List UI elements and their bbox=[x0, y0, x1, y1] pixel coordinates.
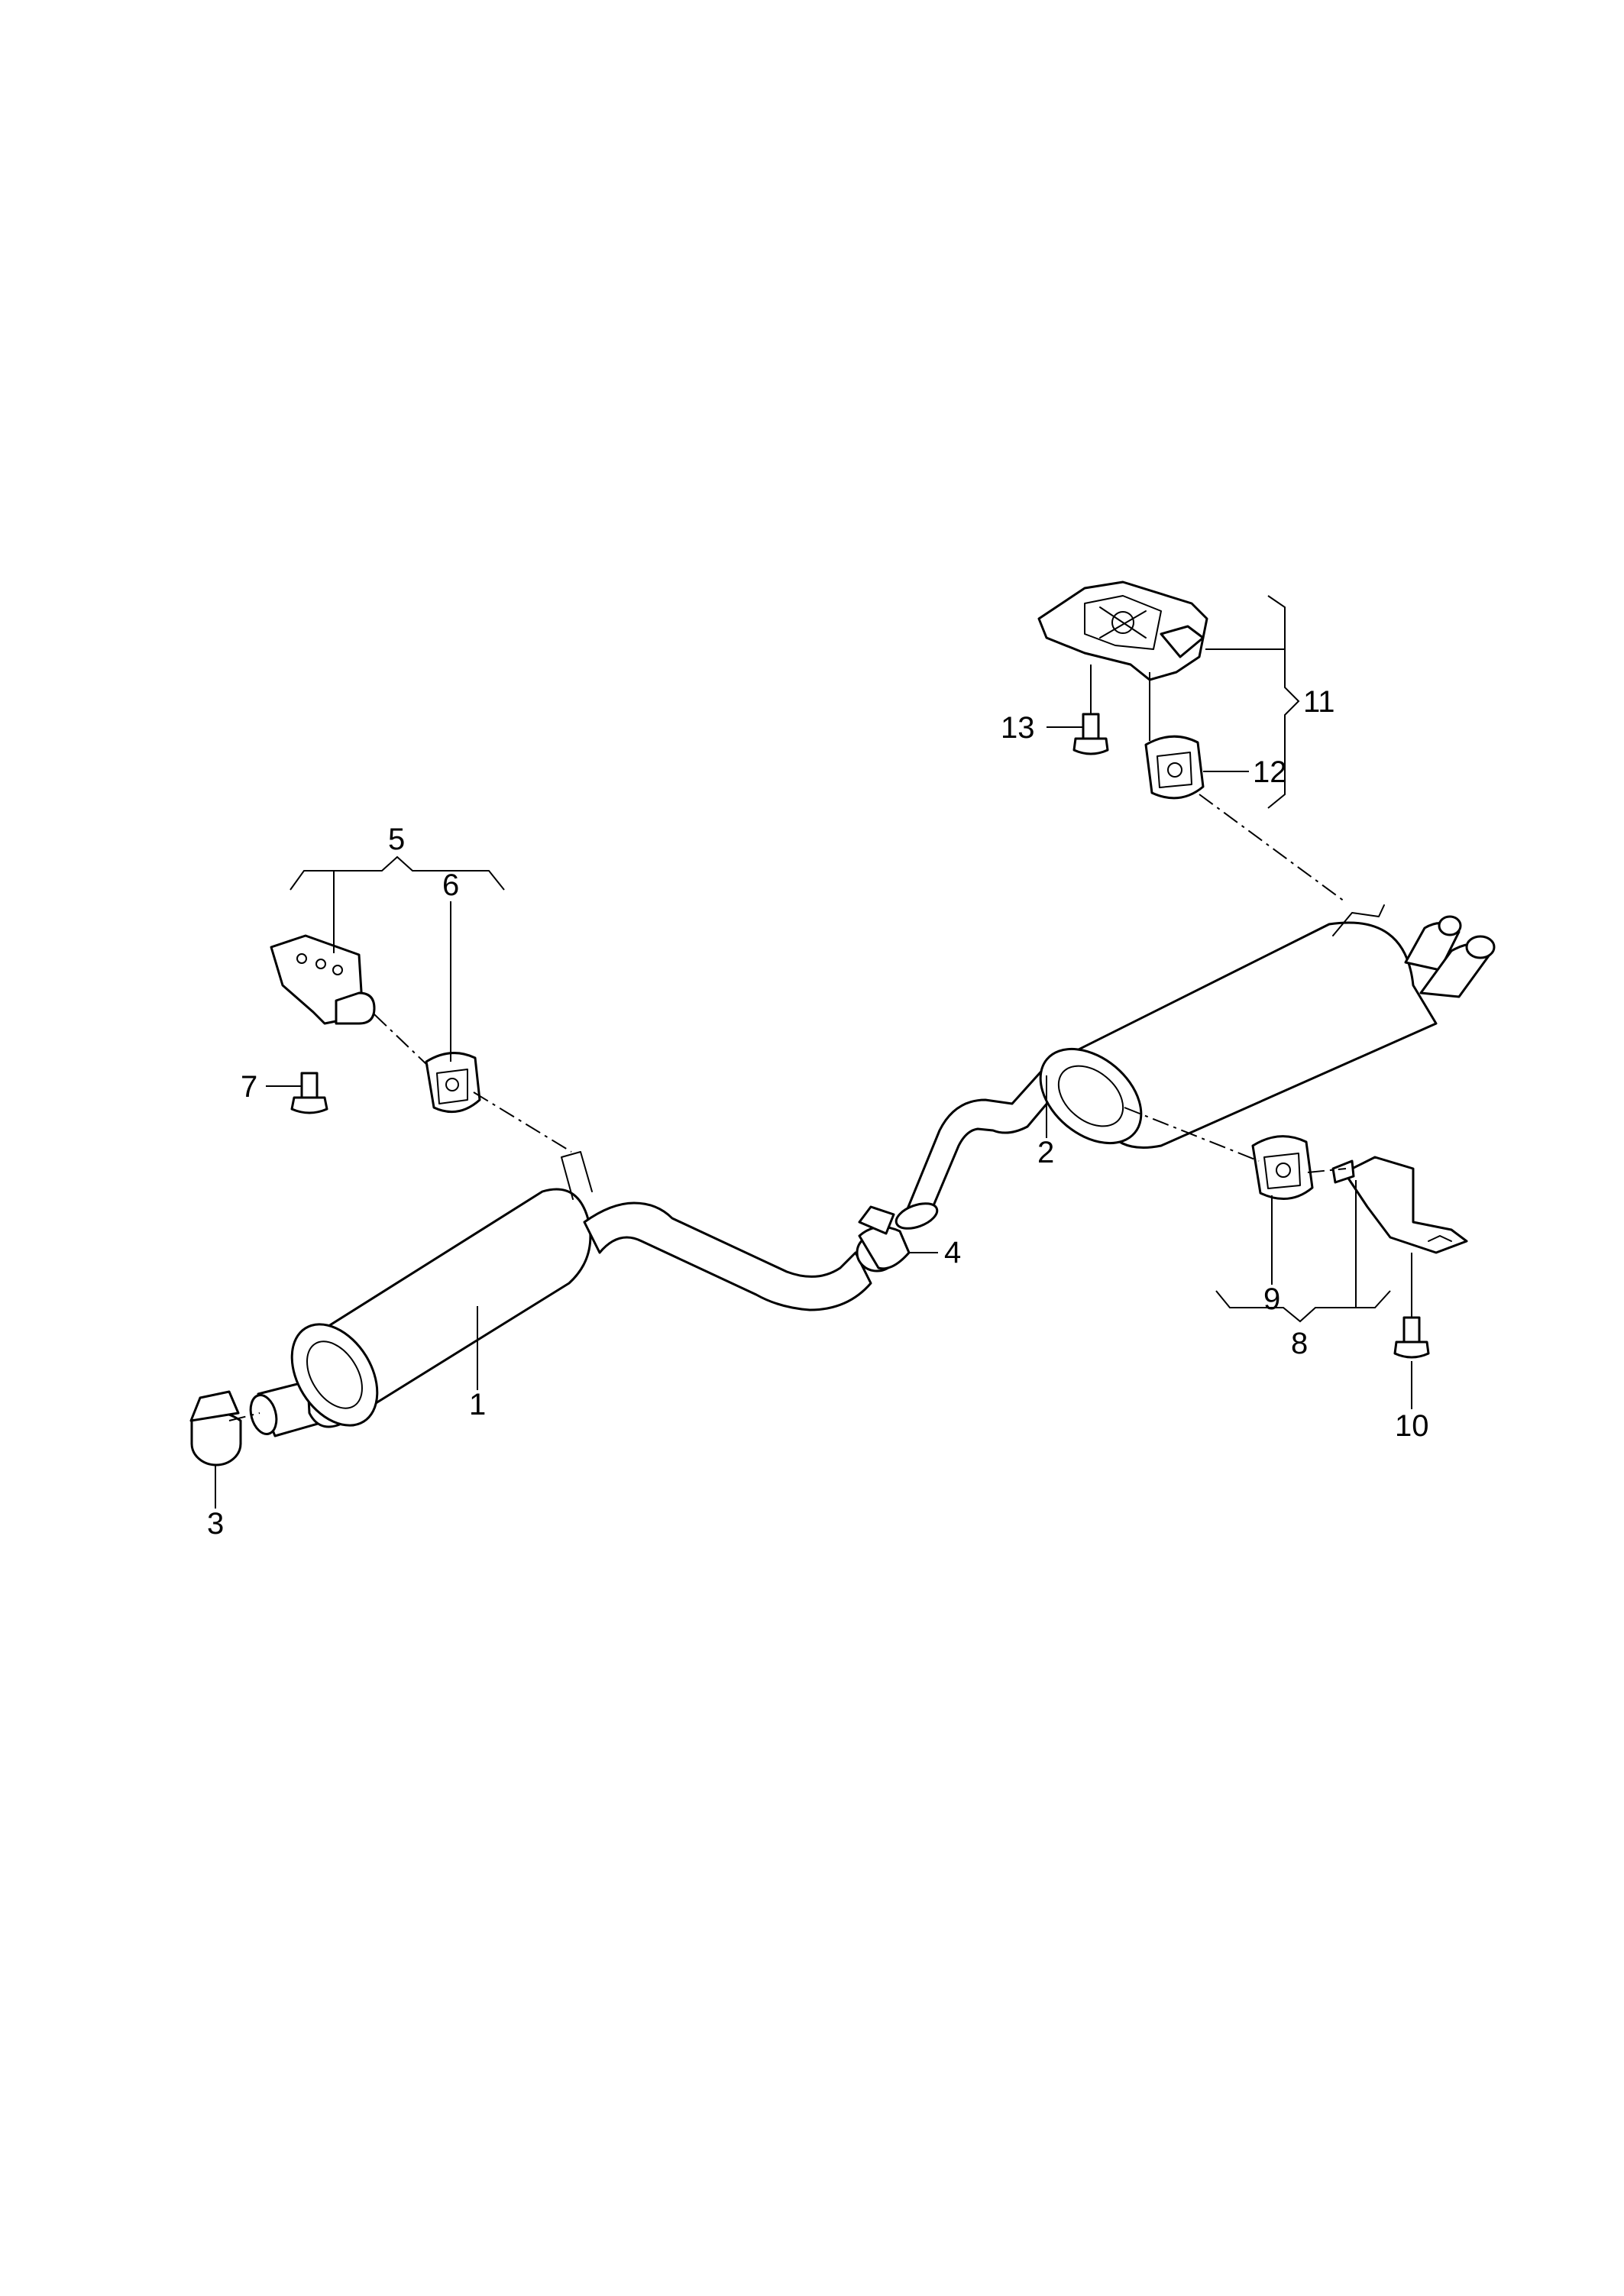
callout-9: 9 bbox=[1263, 1282, 1280, 1316]
callout-4: 4 bbox=[944, 1236, 961, 1269]
callout-numbers: 1 2 3 4 5 6 7 8 9 10 11 12 13 bbox=[207, 685, 1429, 1541]
rear-muffler bbox=[894, 904, 1496, 1230]
assembly-lines bbox=[228, 794, 1347, 1421]
leader-lines bbox=[215, 595, 1412, 1509]
rubber-mount-12 bbox=[1144, 735, 1205, 800]
callout-5: 5 bbox=[388, 823, 405, 856]
heat-shield-11 bbox=[1037, 580, 1208, 681]
clamp-3 bbox=[189, 1390, 242, 1467]
callout-6: 6 bbox=[442, 868, 459, 902]
callout-7: 7 bbox=[241, 1070, 257, 1104]
front-muffler bbox=[249, 1151, 872, 1437]
callout-1: 1 bbox=[469, 1388, 486, 1421]
callout-13: 13 bbox=[1001, 711, 1035, 745]
callout-8: 8 bbox=[1291, 1327, 1308, 1360]
rubber-mount-9 bbox=[1251, 1135, 1314, 1201]
clamp-4 bbox=[856, 1205, 911, 1273]
bolt-10 bbox=[1393, 1316, 1430, 1359]
bolt-7 bbox=[290, 1072, 328, 1114]
bolt-13 bbox=[1072, 713, 1109, 755]
callout-2: 2 bbox=[1037, 1136, 1054, 1169]
callout-3: 3 bbox=[207, 1507, 224, 1541]
callout-11: 11 bbox=[1303, 685, 1335, 719]
bracket-8 bbox=[1331, 1156, 1468, 1254]
callout-12: 12 bbox=[1253, 755, 1287, 789]
bracket-5 bbox=[270, 934, 376, 1025]
callout-10: 10 bbox=[1395, 1409, 1429, 1443]
rubber-mount-6 bbox=[425, 1052, 481, 1114]
